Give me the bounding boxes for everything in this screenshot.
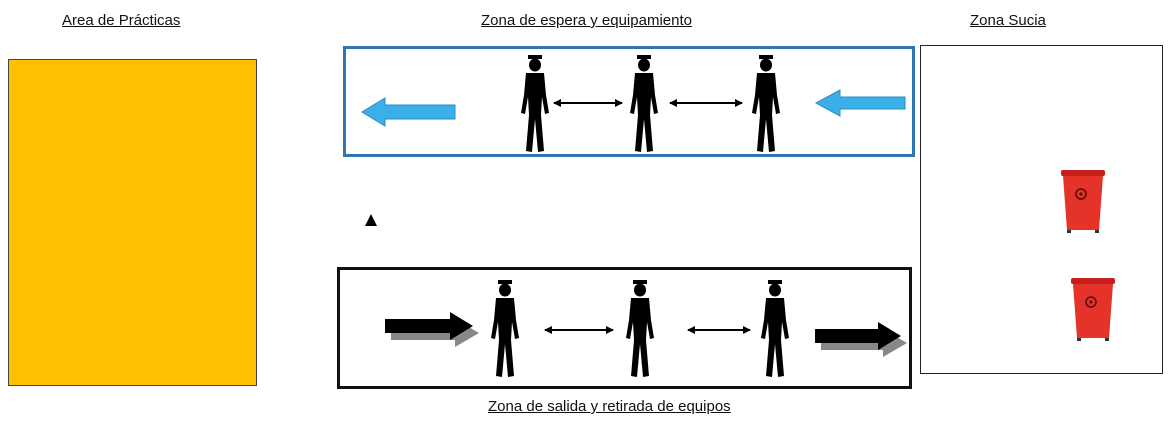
person-silhouette-icon [491, 280, 519, 377]
person-silhouette-icon [630, 55, 658, 152]
waiting-zone-label: Zona de espera y equipamiento [481, 12, 692, 29]
person-silhouette-icon [752, 55, 780, 152]
blue-arrow-in-icon [814, 89, 906, 117]
practice-area-label: Area de Prácticas [62, 12, 181, 29]
practice-area [8, 59, 257, 386]
blue-arrow-left-icon [361, 97, 456, 127]
person-silhouette-icon [521, 55, 549, 152]
person-silhouette-icon [626, 280, 654, 377]
biohazard-bin-icon [1070, 277, 1116, 342]
black-arrow-in-icon [385, 312, 473, 340]
exit-zone-label: Zona de salida y retirada de equipos [488, 398, 731, 415]
dirty-zone-label: Zona Sucia [970, 12, 1046, 29]
person-silhouette-icon [761, 280, 789, 377]
triangle-marker-icon [365, 214, 377, 226]
biohazard-bin-icon [1060, 169, 1106, 234]
dirty-zone-box [920, 45, 1163, 374]
black-arrow-out-icon [815, 322, 901, 350]
